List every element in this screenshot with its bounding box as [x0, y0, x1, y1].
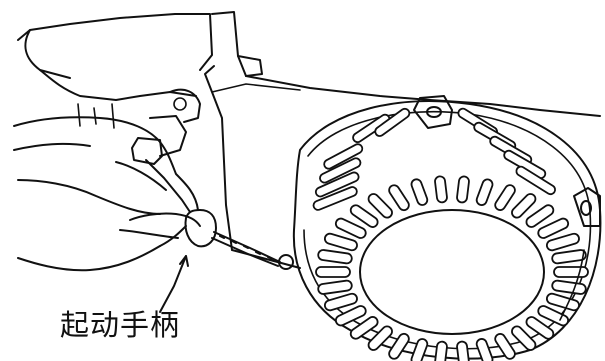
vent-slot: [553, 266, 589, 278]
vent-slot: [434, 175, 448, 204]
center-opening: [359, 209, 545, 335]
starter-handle-label: 起动手柄: [60, 308, 181, 342]
vent-slot: [511, 325, 537, 351]
starter-handle: [131, 137, 294, 270]
vent-slot: [494, 184, 516, 211]
vent-slot: [317, 279, 353, 295]
vent-slots-radial: [315, 175, 589, 361]
vent-slot: [525, 316, 555, 340]
vent-slot: [323, 292, 358, 312]
vent-slot: [410, 178, 429, 206]
carburetor-area: [39, 69, 201, 157]
vent-slot: [537, 217, 570, 239]
vent-slot: [410, 338, 429, 361]
vent-slot: [537, 305, 570, 327]
vent-slot: [475, 178, 494, 206]
callout-leader: [159, 255, 189, 313]
vent-slot: [545, 232, 580, 252]
engine-housing: [17, 11, 601, 269]
vent-slot: [367, 325, 393, 351]
vent-slot: [475, 338, 494, 361]
vent-slot: [315, 266, 351, 278]
vent-slot: [367, 193, 393, 219]
vent-slot: [551, 279, 587, 295]
vent-slot: [323, 232, 358, 252]
vent-slot: [456, 340, 470, 361]
vent-slot: [456, 175, 470, 204]
vent-slot: [349, 316, 379, 340]
vent-slot: [525, 204, 555, 228]
vent-slot: [545, 292, 580, 312]
vent-slot: [494, 333, 516, 360]
vent-slot: [388, 332, 410, 360]
vent-slot: [551, 249, 587, 265]
vent-slot: [334, 305, 367, 327]
vent-slot: [334, 217, 367, 239]
vent-slot: [349, 204, 379, 228]
vent-slot: [317, 249, 353, 265]
vent-slot: [434, 340, 448, 361]
hand: [13, 116, 201, 272]
vent-slots-upper: [312, 107, 556, 211]
vent-slot: [511, 193, 537, 219]
starter-cover: [292, 95, 602, 361]
vent-slot: [388, 184, 410, 212]
